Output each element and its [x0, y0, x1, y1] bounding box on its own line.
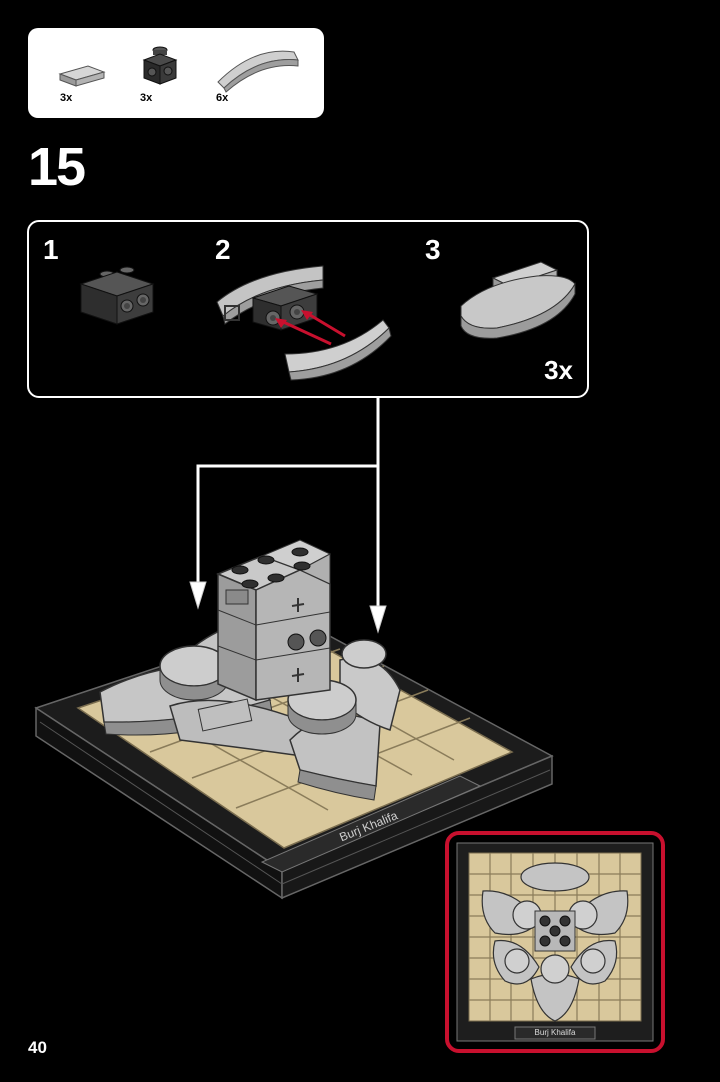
step-number: 15	[28, 137, 86, 197]
curved-arch-part-icon	[217, 50, 299, 93]
sub-assembly-callout: 1 2 3 3x	[27, 220, 589, 398]
sub-step-1-number: 1	[43, 234, 59, 265]
page-number: 40	[28, 1038, 47, 1057]
parts-list-callout: 3x 3x 6x	[28, 28, 324, 118]
part-qty-arch: 6x	[216, 92, 229, 104]
inset-nameplate-text: Burj Khalifa	[534, 1028, 576, 1037]
part-qty-tile: 3x	[60, 92, 73, 104]
sub-step-2-number: 2	[215, 234, 231, 265]
top-view-inset: Burj Khalifa	[445, 831, 665, 1053]
sub-assembly-multiplier: 3x	[544, 355, 573, 385]
nameplate-tile	[260, 775, 482, 873]
sub-step-2-assembly-illustration	[216, 265, 392, 381]
sub-step-3-number: 3	[425, 234, 441, 265]
brick-studs-side-part-icon	[142, 46, 178, 85]
tile-1x2-part-icon	[58, 65, 106, 87]
top-view-illustration	[456, 842, 654, 1042]
part-qty-brick: 3x	[140, 92, 153, 104]
sub-step-3-assembled-illustration	[460, 261, 576, 339]
sub-step-1-brick-illustration	[79, 266, 155, 325]
